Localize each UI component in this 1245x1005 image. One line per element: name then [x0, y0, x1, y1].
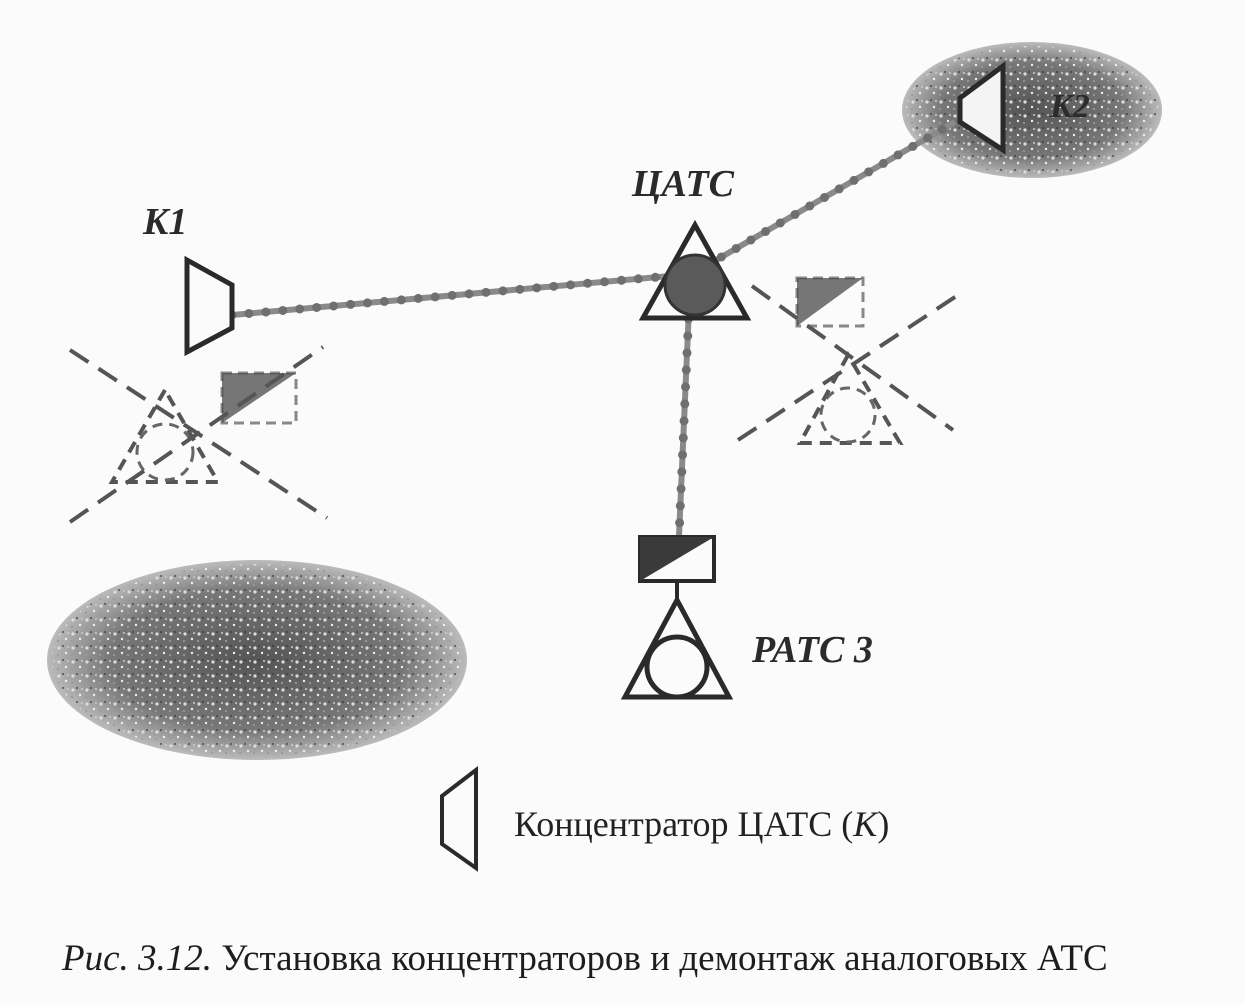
k1-concentrator-icon — [184, 255, 235, 357]
k1-label: K1 — [143, 201, 188, 243]
ratc3-node — [620, 535, 734, 700]
caption-text: Установка концентраторов и демонтаж анал… — [212, 938, 1108, 979]
catc-label: ЦАТС — [632, 163, 735, 205]
ratc3-label: РАТС 3 — [752, 629, 873, 671]
legend-text-before: Концентратор ЦАТС ( — [514, 804, 854, 844]
legend-text-italic: K — [853, 804, 878, 844]
link-catc-k1 — [227, 269, 697, 320]
dismantled-atc-right — [736, 276, 960, 445]
caption-prefix: Рис. 3.12. — [62, 938, 213, 979]
catc-node — [638, 219, 752, 321]
shaded-zone-k2 — [902, 42, 1162, 178]
k2-concentrator-icon — [957, 61, 1006, 155]
legend-text-after: ) — [877, 804, 890, 844]
k2-label: K2 — [1050, 88, 1090, 125]
link-catc-ratc3 — [674, 280, 695, 541]
dismantled-atc-left — [68, 345, 329, 524]
link-catc-k2 — [687, 117, 960, 279]
legend-text: Концентратор ЦАТС (K) — [514, 803, 889, 845]
figure-caption: Рис. 3.12. Установка концентраторов и де… — [62, 937, 1108, 980]
shaded-zone-bottom-left — [47, 560, 467, 760]
legend-concentrator-icon — [440, 765, 478, 872]
